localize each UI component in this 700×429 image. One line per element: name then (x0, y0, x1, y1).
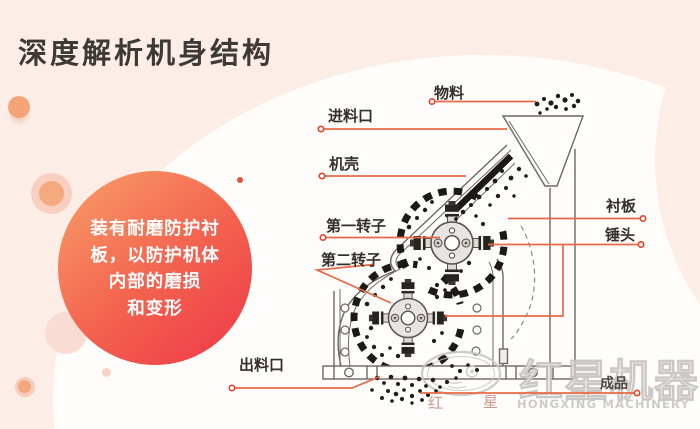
label-casing: 机壳 (329, 155, 359, 173)
liner-lining (350, 153, 516, 376)
deco-dot-red (237, 177, 243, 183)
leader-discharge-outlet (232, 375, 381, 389)
callout-circle: 装有耐磨防护衬 板，以防护机体 内部的磨损 和变形 (58, 171, 252, 365)
watermark-brand-en: HONGXING MACHINERY (517, 397, 690, 411)
leader-hammer-head-branch (445, 244, 564, 317)
rotor-1 (409, 200, 495, 286)
dot-feed-inlet (317, 125, 325, 133)
dot-discharge-outlet (228, 384, 236, 392)
label-first-rotor: 第一转子 (326, 217, 386, 235)
deco-dot-faint (102, 368, 111, 377)
watermark-accent-1: 红 (428, 394, 443, 412)
dot-finished-product (633, 389, 641, 397)
callout-line-1: 装有耐磨防护衬 (90, 219, 220, 239)
label-liner-plate: 衬板 (606, 197, 637, 215)
callout-line-3: 内部的磨损 (108, 272, 202, 292)
top-incline-outer (397, 144, 508, 249)
label-hammer-head: 锤头 (605, 226, 635, 244)
dot-first-rotor (319, 234, 327, 242)
top-incline-inner (401, 149, 512, 253)
hopper-shape (501, 115, 585, 187)
wall-hatch-door (498, 348, 509, 365)
hopper-inner-line (508, 120, 550, 185)
material-particles (364, 93, 581, 359)
right-wall-inner (488, 261, 494, 366)
label-material: 物料 (434, 84, 464, 102)
chamber1-liner-b (396, 187, 480, 270)
label-discharge-outlet: 出料口 (239, 356, 284, 374)
leader-lines (232, 100, 643, 394)
hidden-contour (510, 225, 536, 340)
leader-dots (228, 98, 647, 397)
callout-line-4: 和变形 (127, 298, 183, 319)
watermark-accent-2: 星 (483, 393, 498, 411)
machine-base (322, 365, 576, 380)
chamber2-liner-a (350, 260, 465, 376)
dot-liner-plate (639, 215, 647, 223)
watermark: 红星机器 HONGXING MACHINERY 红 星 (420, 350, 699, 412)
deco-ring-bottomleft-core (18, 380, 31, 393)
dot-hammer-head (637, 241, 645, 249)
leader-second-rotor (313, 263, 392, 304)
label-second-rotor: 第二转子 (321, 251, 381, 269)
page-title: 深度解析机身结构 (18, 36, 275, 70)
dot-material (428, 98, 436, 106)
watermark-brand-cn: 红星机器 (519, 356, 699, 407)
casing-inner (348, 251, 403, 367)
chamber1-liner-a (425, 230, 508, 299)
deco-ring-left-core (39, 181, 64, 206)
dot-casing (318, 172, 326, 180)
deco-ball-top (8, 96, 30, 118)
callout-line-2: 板，以防护机体 (90, 245, 220, 266)
label-finished-product: 成品 (600, 375, 628, 392)
label-feed-inlet: 进料口 (328, 107, 373, 125)
